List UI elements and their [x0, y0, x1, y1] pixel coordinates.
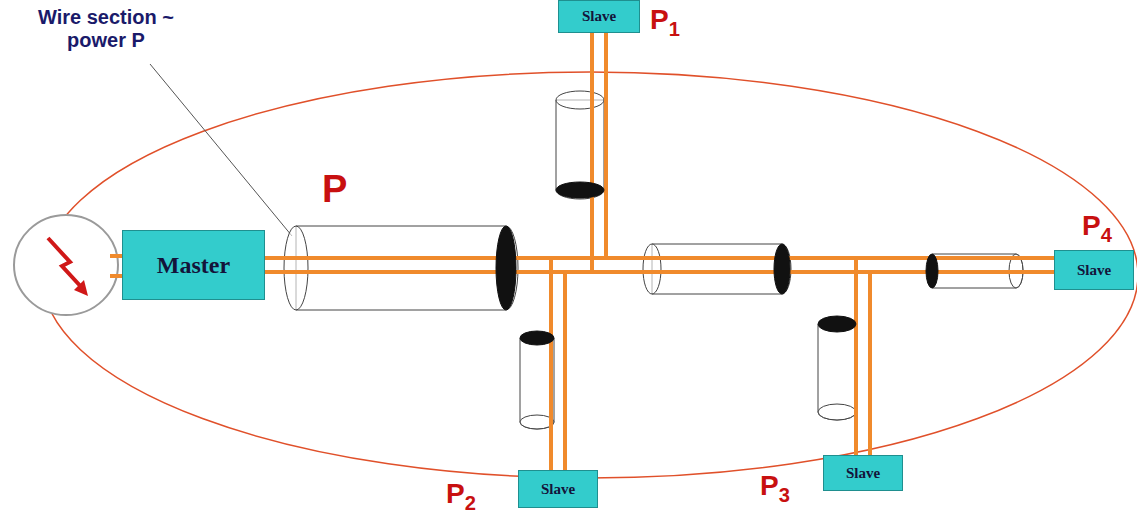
- power-label: P4: [1082, 210, 1112, 241]
- power-wire: [265, 258, 565, 470]
- note-text: Wire section ~ power P: [22, 6, 190, 52]
- power-label: P4: [1082, 210, 1112, 247]
- power-label: P: [322, 168, 347, 210]
- power-source: [14, 215, 118, 315]
- slave-box: Slave: [823, 455, 903, 491]
- box-text: Master: [157, 252, 230, 279]
- power-wire: [265, 33, 606, 272]
- box-text: Slave: [582, 8, 616, 25]
- power-label: P2: [446, 478, 476, 509]
- power-label: P1: [650, 4, 680, 41]
- power-label: P: [322, 168, 347, 211]
- box-text: Slave: [846, 465, 880, 482]
- cable-end-caps: [496, 182, 938, 345]
- power-label: P3: [760, 470, 790, 507]
- lightning-symbol: [48, 238, 84, 290]
- power-label: P1: [650, 4, 680, 35]
- note-text: Wire section ~ power P: [38, 6, 174, 51]
- slave-box: Slave: [558, 0, 640, 33]
- leader-line: [150, 64, 292, 236]
- slave-box: Slave: [1054, 250, 1134, 290]
- slave-box: Slave: [518, 470, 598, 508]
- lightning-head: [74, 280, 88, 296]
- box-text: Slave: [1077, 262, 1111, 279]
- power-label: P3: [760, 470, 790, 501]
- power-label: P2: [446, 478, 476, 515]
- box-text: Slave: [541, 481, 575, 498]
- master-box: Master: [122, 230, 265, 300]
